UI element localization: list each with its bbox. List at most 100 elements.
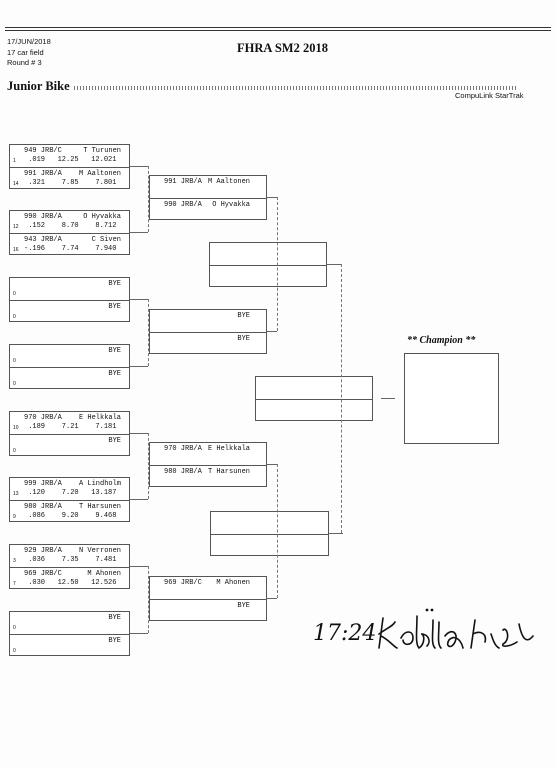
- entry-racer-name: BYE: [108, 614, 121, 622]
- entry-racer-name: T Turunen: [83, 147, 121, 155]
- entry-lane-number: 0: [13, 291, 16, 297]
- entry-racer-name: BYE: [108, 280, 121, 288]
- entry-lane-number: 9: [13, 514, 16, 520]
- connector-r1-r2: [130, 166, 148, 167]
- entry-times: .189 7.21 7.181: [24, 423, 117, 431]
- entry-racer-name: BYE: [108, 370, 121, 378]
- round1-entry: 943 JRB/A C Siven 16 -.196 7.74 7.940: [10, 233, 129, 254]
- entry-times: -.196 7.74 7.940: [24, 245, 117, 253]
- connector-r2-vertical-1: [277, 197, 278, 331]
- round1-entry: BYE 0: [10, 612, 129, 633]
- entry-lane-number: 1: [13, 158, 16, 164]
- entry-racer-name: M Aaltonen: [78, 170, 121, 178]
- connector-final-champion: [381, 398, 395, 399]
- connector-r1-r2: [130, 299, 148, 300]
- entry-lane-number: 16: [13, 247, 19, 253]
- entry-racer-name: C Siven: [91, 236, 121, 244]
- round1-entry: 990 JRB/A O Hyvakka 12 .152 8.70 8.712: [10, 211, 129, 232]
- entry-lane-number: 0: [13, 314, 16, 320]
- connector-r1-r2: [130, 633, 148, 634]
- entry-lane-number: 0: [13, 648, 16, 654]
- final-box: [255, 376, 373, 421]
- entry-car-class: 980 JRB/A: [164, 468, 202, 476]
- entry-racer-name: BYE: [237, 335, 250, 343]
- connector-sf-vertical: [341, 264, 342, 533]
- entry-times: .152 8.70 8.712: [24, 222, 117, 230]
- header-rule-top2: [5, 30, 551, 31]
- connector-r1-r2: [130, 433, 148, 434]
- entry-car-class: 990 JRB/A: [24, 213, 62, 221]
- entry-lane-number: 0: [13, 625, 16, 631]
- entry-car-class: 949 JRB/C: [24, 147, 62, 155]
- entry-lane-number: 0: [13, 358, 16, 364]
- round2-match-box: 970 JRB/A E Helkkala 980 JRB/A T Harsunen: [149, 442, 267, 487]
- entry-racer-name: O Hyvakka: [83, 213, 121, 221]
- semifinal-2-bottom-slot: [211, 534, 328, 555]
- entry-times: .086 9.20 9.468: [24, 512, 117, 520]
- entry-car-class: 943 JRB/A: [24, 236, 62, 244]
- connector-r2-sf: [267, 331, 277, 332]
- connector-r1-r2: [130, 232, 148, 233]
- entry-car-class: 929 JRB/A: [24, 547, 62, 555]
- entry-racer-name: T Harsunen: [78, 503, 121, 511]
- entry-racer-name: BYE: [108, 303, 121, 311]
- round1-entry: BYE 0: [10, 345, 129, 366]
- entry-times: .030 12.50 12.526: [24, 579, 117, 587]
- entry-times: .036 7.35 7.481: [24, 556, 117, 564]
- connector-r1-r2: [130, 499, 148, 500]
- connector-r2-vertical-2: [277, 464, 278, 598]
- semifinal-1-top-slot: [210, 243, 326, 264]
- entry-car-class: 969 JRB/C: [164, 579, 202, 587]
- entry-racer-name: M Ahonen: [216, 579, 250, 587]
- round2-entry: BYE: [150, 599, 266, 620]
- round1-entry: BYE 0: [10, 434, 129, 455]
- connector-sf-final: [327, 264, 341, 265]
- round1-entry: BYE 0: [10, 634, 129, 655]
- class-name: Junior Bike: [7, 79, 70, 93]
- entry-car-class: 999 JRB/A: [24, 480, 62, 488]
- entry-lane-number: 12: [13, 224, 19, 230]
- handwritten-time: 17:24: [313, 621, 376, 646]
- connector-r1-vertical: [148, 433, 149, 499]
- field-size-text: 17 car field: [7, 48, 44, 57]
- round1-match-box: 990 JRB/A O Hyvakka 12 .152 8.70 8.712 943 …: [9, 210, 130, 255]
- connector-r2-sf: [267, 464, 277, 465]
- entry-racer-name: BYE: [108, 347, 121, 355]
- entry-racer-name: BYE: [237, 602, 250, 610]
- entry-racer-name: T Harsunen: [207, 468, 250, 476]
- round2-entry: 970 JRB/A E Helkkala: [150, 443, 266, 464]
- round1-entry: BYE 0: [10, 300, 129, 321]
- champion-box: [404, 353, 499, 444]
- entry-car-class: 980 JRB/A: [24, 503, 62, 511]
- entry-racer-name: BYE: [108, 637, 121, 645]
- entry-lane-number: 0: [13, 448, 16, 454]
- connector-r1-vertical: [148, 166, 149, 232]
- semifinal-box-2: [210, 511, 329, 556]
- round2-entry: 980 JRB/A T Harsunen: [150, 465, 266, 486]
- semifinal-1-bottom-slot: [210, 265, 326, 286]
- champion-label: ** Champion **: [407, 335, 476, 346]
- entry-lane-number: 14: [13, 181, 19, 187]
- entry-racer-name: BYE: [108, 437, 121, 445]
- entry-racer-name: E Helkkala: [207, 445, 250, 453]
- semifinal-box-1: [209, 242, 327, 287]
- connector-r2-sf: [267, 598, 277, 599]
- entry-racer-name: N Verronen: [78, 547, 121, 555]
- entry-car-class: 970 JRB/A: [164, 445, 202, 453]
- entry-racer-name: E Helkkala: [78, 414, 121, 422]
- entry-times: .120 7.20 13.187: [24, 489, 117, 497]
- round1-entry: BYE 0: [10, 278, 129, 299]
- entry-car-class: 970 JRB/A: [24, 414, 62, 422]
